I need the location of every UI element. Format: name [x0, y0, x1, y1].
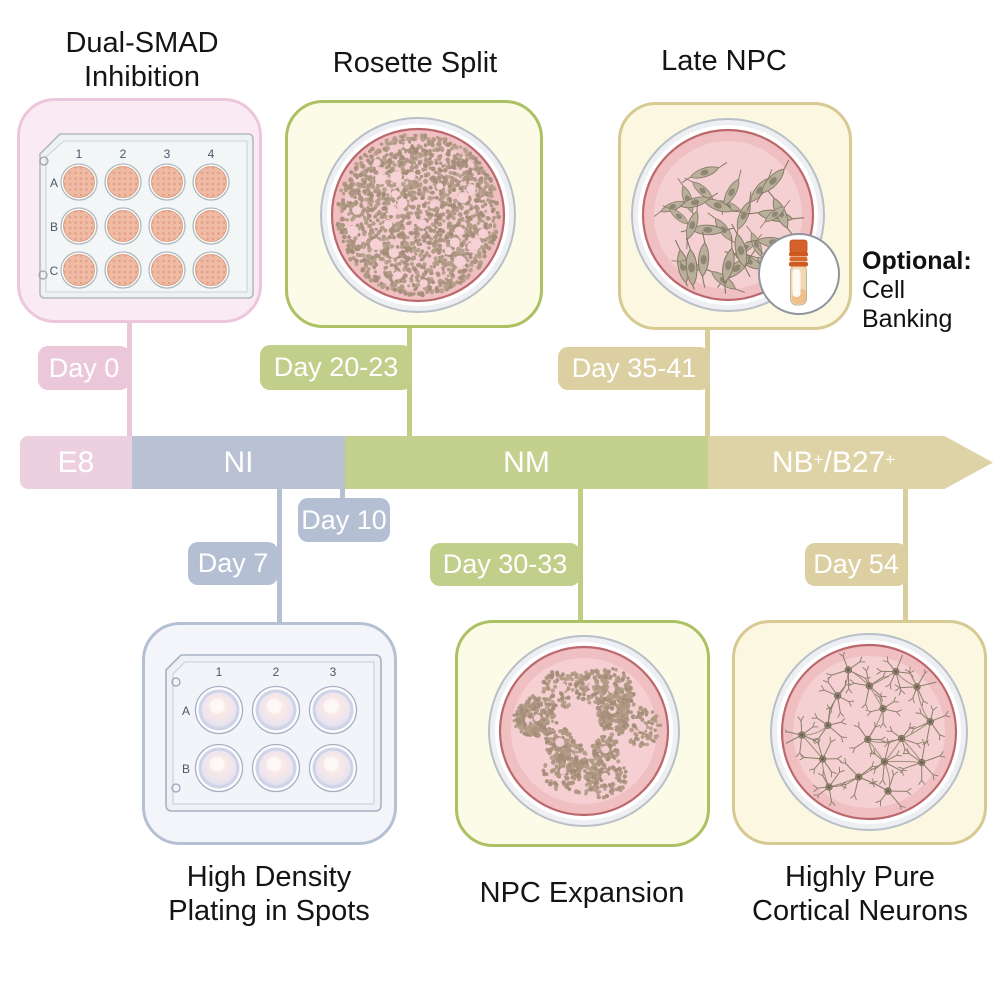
connector-day10: [340, 489, 345, 501]
segment-e8-label: E8: [57, 445, 95, 479]
optional-heading: Optional:: [862, 247, 972, 275]
day-54-badge: Day 54: [805, 543, 907, 586]
cortical-neurons-title: Highly Pure Cortical Neurons: [752, 860, 968, 928]
dual-smad-title-line2: Inhibition: [83, 61, 201, 93]
high-density-box: 1 2 3 A B: [142, 622, 397, 845]
plate12-col-3: 3: [164, 147, 171, 161]
optional-text: Cell Banking: [862, 276, 953, 333]
plate6-col-2: 2: [273, 665, 280, 679]
cell-banking-inset: [758, 233, 840, 315]
timeline-segment-ni: NI: [132, 436, 345, 489]
plate6-col-3: 3: [330, 665, 337, 679]
plate12-row-b: B: [50, 220, 58, 234]
high-density-title: High Density Plating in Spots: [168, 860, 370, 928]
plate6-row-b: B: [182, 762, 190, 776]
segment-nm-label: NM: [503, 445, 550, 479]
dual-smad-title: Dual-SMAD Inhibition: [65, 26, 218, 94]
rosette-split-title: Rosette Split: [332, 47, 498, 79]
plate12-row-c: C: [50, 264, 59, 278]
plate12-col-4: 4: [208, 147, 215, 161]
twelve-well-plate-illustration: 1 2 3 4 A B C: [38, 133, 254, 299]
optional-note: Optional: Cell Banking: [862, 247, 996, 334]
connector-day7: [277, 489, 282, 623]
plate6-col-1: 1: [216, 665, 223, 679]
segment-nb-label: NB+/B27+: [771, 445, 896, 479]
rosette-split-box: [285, 100, 543, 328]
dual-smad-title-line1: Dual-SMAD: [65, 27, 219, 59]
day-30-33-badge: Day 30-33: [430, 543, 580, 586]
late-npc-title: Late NPC: [661, 45, 787, 77]
day-35-41-badge: Day 35-41: [558, 347, 710, 390]
cortical-neurons-title-line1: Highly Pure: [785, 861, 935, 893]
timeline-segment-e8: E8: [20, 436, 132, 489]
npc-expansion-box: [455, 620, 710, 847]
cryovial-icon: [789, 239, 808, 306]
npc-expansion-title: NPC Expansion: [479, 877, 685, 909]
day-20-23-badge: Day 20-23: [260, 345, 412, 390]
plate12-row-a: A: [50, 176, 58, 190]
dual-smad-box: 1 2 3 4 A B C: [17, 98, 262, 323]
timeline-segment-nb-b27: NB+/B27+: [708, 436, 993, 489]
six-well-plate-illustration: 1 2 3 A B: [165, 654, 382, 812]
rosette-dish-illustration: [320, 117, 516, 313]
plate12-col-1: 1: [76, 147, 83, 161]
day-7-badge: Day 7: [188, 542, 278, 585]
npc-expansion-dish-illustration: [488, 635, 680, 827]
plate6-row-a: A: [182, 704, 190, 718]
high-density-title-line1: High Density: [186, 861, 352, 893]
connector-day30-33: [578, 489, 583, 621]
cortical-neurons-box: [732, 620, 987, 845]
day-10-badge: Day 10: [298, 498, 390, 542]
day-0-badge: Day 0: [38, 346, 130, 390]
high-density-title-line2: Plating in Spots: [168, 895, 370, 927]
segment-ni-label: NI: [223, 445, 254, 479]
neurons-dish-illustration: [770, 633, 968, 831]
plate12-col-2: 2: [120, 147, 127, 161]
timeline-segment-nm: NM: [345, 436, 708, 489]
cortical-neurons-title-line2: Cortical Neurons: [752, 895, 968, 927]
